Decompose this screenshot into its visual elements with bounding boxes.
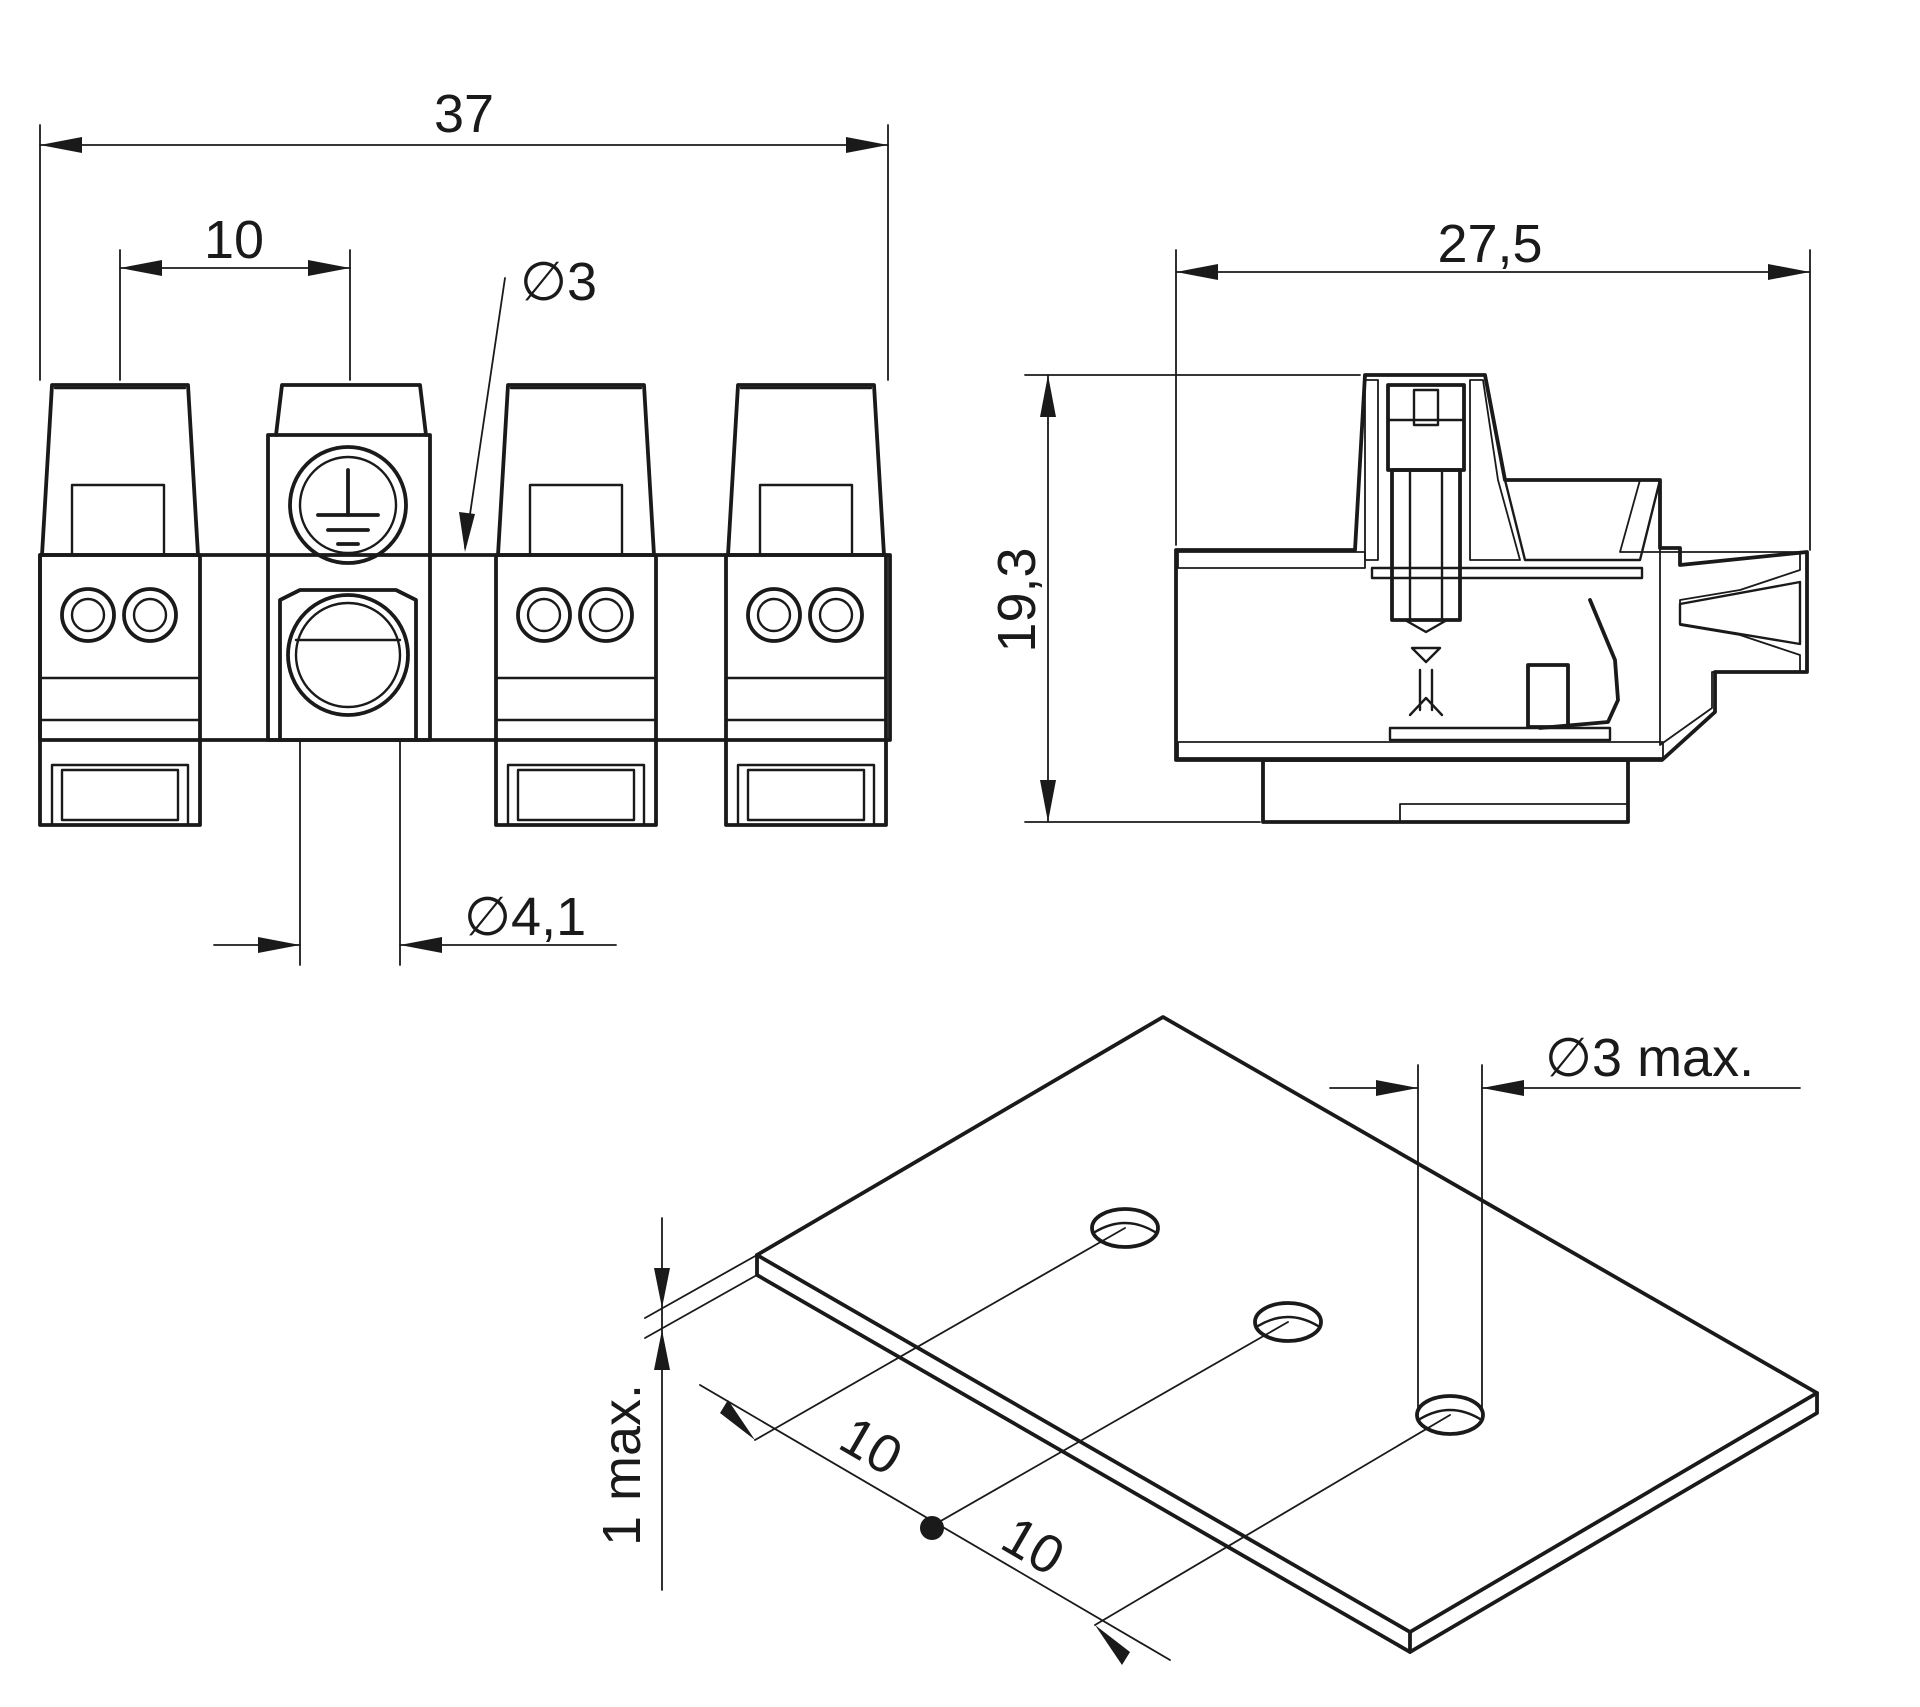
dimension-dia41: ∅4,1 (213, 739, 617, 966)
terminal-block-4 (724, 383, 888, 827)
dimension-plate-hole: ∅3 max. (1329, 1028, 1801, 1411)
screw-pair-4 (746, 587, 864, 643)
dimension-10-front: 10 (119, 210, 351, 381)
screw-pair-1 (60, 587, 178, 643)
earth-screw (286, 593, 410, 717)
dimension-37: 37 (39, 84, 889, 381)
front-base-bar (38, 553, 892, 742)
dimension-plate-pitch-1-label: 10 (830, 1405, 912, 1487)
front-view: 37 10 ∅3 ∅4,1 (38, 84, 892, 966)
dimension-dia3-front-label: ∅3 (520, 252, 597, 312)
plate-hole-1 (1090, 1207, 1160, 1249)
earth-symbol-icon (288, 445, 408, 565)
dimension-dia41-label: ∅4,1 (464, 887, 586, 947)
dimension-plate-pitch-2-label: 10 (992, 1505, 1074, 1587)
terminal-block-3 (494, 383, 658, 827)
terminal-block-earth (266, 383, 432, 742)
dimension-19-3: 19,3 (987, 374, 1361, 823)
dimension-19-3-label: 19,3 (987, 547, 1047, 652)
dimension-plate-thickness: 1 max. (592, 1217, 758, 1591)
side-clamp (1370, 566, 1644, 742)
dimension-27-5-label: 27,5 (1437, 214, 1542, 274)
dimension-plate-thickness-label: 1 max. (592, 1384, 652, 1546)
screw-pair-3 (516, 587, 634, 643)
dimension-10-front-label: 10 (204, 210, 264, 270)
terminal-block-1 (38, 383, 202, 827)
dimension-37-label: 37 (434, 84, 494, 144)
plate-hole-3 (1415, 1394, 1485, 1436)
dimension-dia3-front: ∅3 (459, 252, 597, 552)
mounting-plate-view: 10 10 ∅3 max. 1 max. (592, 1015, 1819, 1665)
side-section-view: 27,5 19,3 (987, 214, 1811, 824)
dimension-27-5: 27,5 (1175, 214, 1811, 551)
dimension-plate-hole-label: ∅3 max. (1545, 1028, 1754, 1088)
pitch-origin-dot (920, 1516, 944, 1540)
side-screw (1386, 383, 1466, 634)
side-cable-entry (1503, 478, 1802, 646)
plate-hole-2 (1253, 1301, 1323, 1343)
